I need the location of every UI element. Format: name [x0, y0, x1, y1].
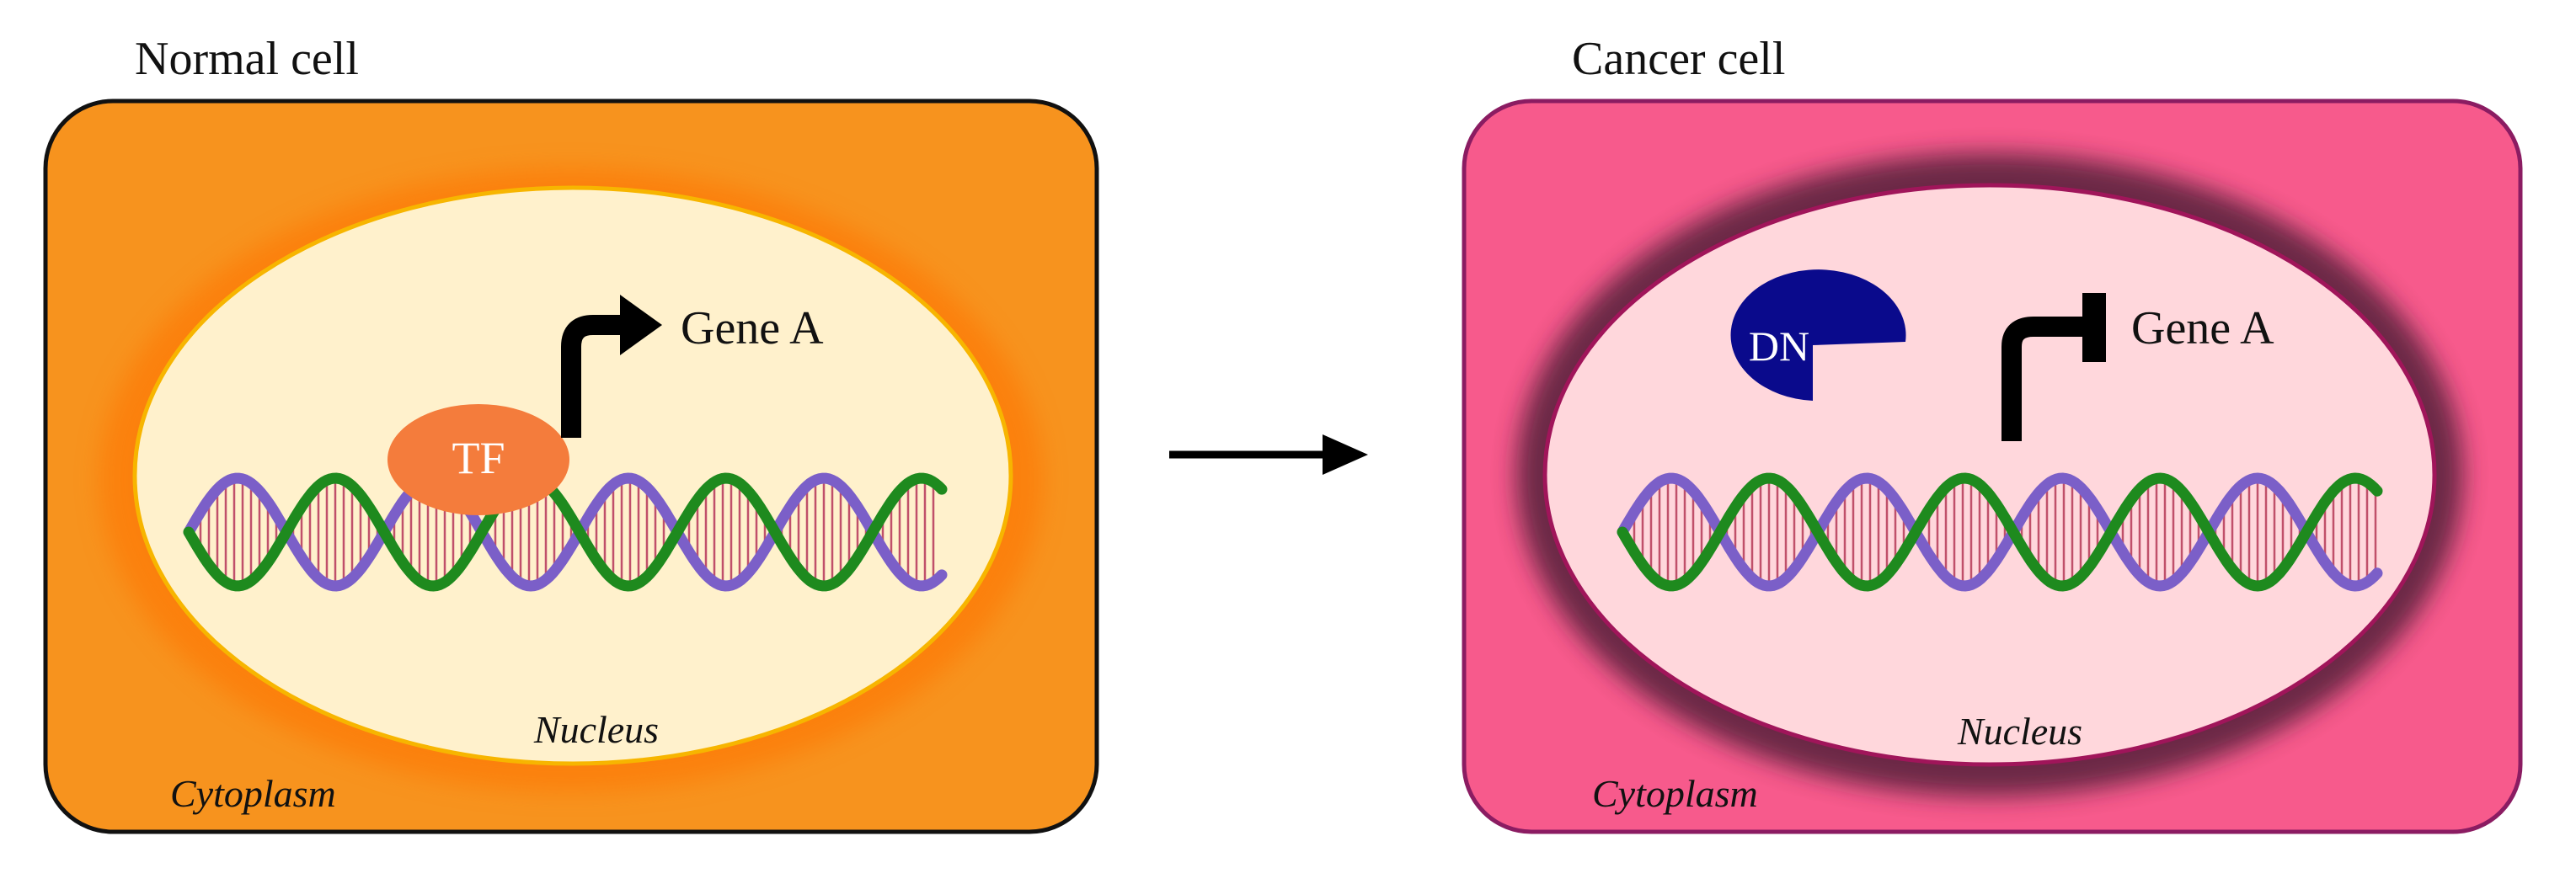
- cancer-cytoplasm-label: Cytoplasm: [1592, 772, 1758, 815]
- normal-gene-label: Gene A: [681, 302, 824, 354]
- dominant-negative-label: DN: [1749, 322, 1809, 370]
- cancer-cell-title: Cancer cell: [1572, 33, 1785, 85]
- dominant-negative-factor: [1730, 269, 1906, 401]
- normal-nucleus-label: Nucleus: [533, 708, 659, 751]
- normal-nucleus: [132, 185, 1013, 766]
- cancer-gene-label: Gene A: [2131, 302, 2274, 354]
- right-arrow-icon: [1169, 434, 1368, 475]
- dna-strand-b: [183, 472, 948, 592]
- cancer-dna-helix: [1617, 472, 2383, 592]
- blocked-promoter-icon: [2001, 293, 2106, 441]
- dna-strand-a: [183, 472, 948, 592]
- normal-cell-title: Normal cell: [135, 33, 359, 85]
- normal-cytoplasm-label: Cytoplasm: [170, 772, 336, 815]
- normal-dna-helix: [183, 472, 948, 592]
- transcription-factor-label: TF: [452, 433, 505, 483]
- dna-strand-b: [1617, 472, 2383, 592]
- cancer-cell-panel: Cancer cell DN Gene A Nucleus Cytoplasm: [1462, 33, 2523, 834]
- transcription-factor: [387, 404, 569, 515]
- dna-strand-a: [1617, 472, 2383, 592]
- normal-cell-panel: Normal cell TF Gene A Nucleus Cytoplasm: [43, 33, 1099, 834]
- active-promoter-arrow-icon: [561, 295, 662, 438]
- cancer-nucleus-label: Nucleus: [1957, 710, 2082, 753]
